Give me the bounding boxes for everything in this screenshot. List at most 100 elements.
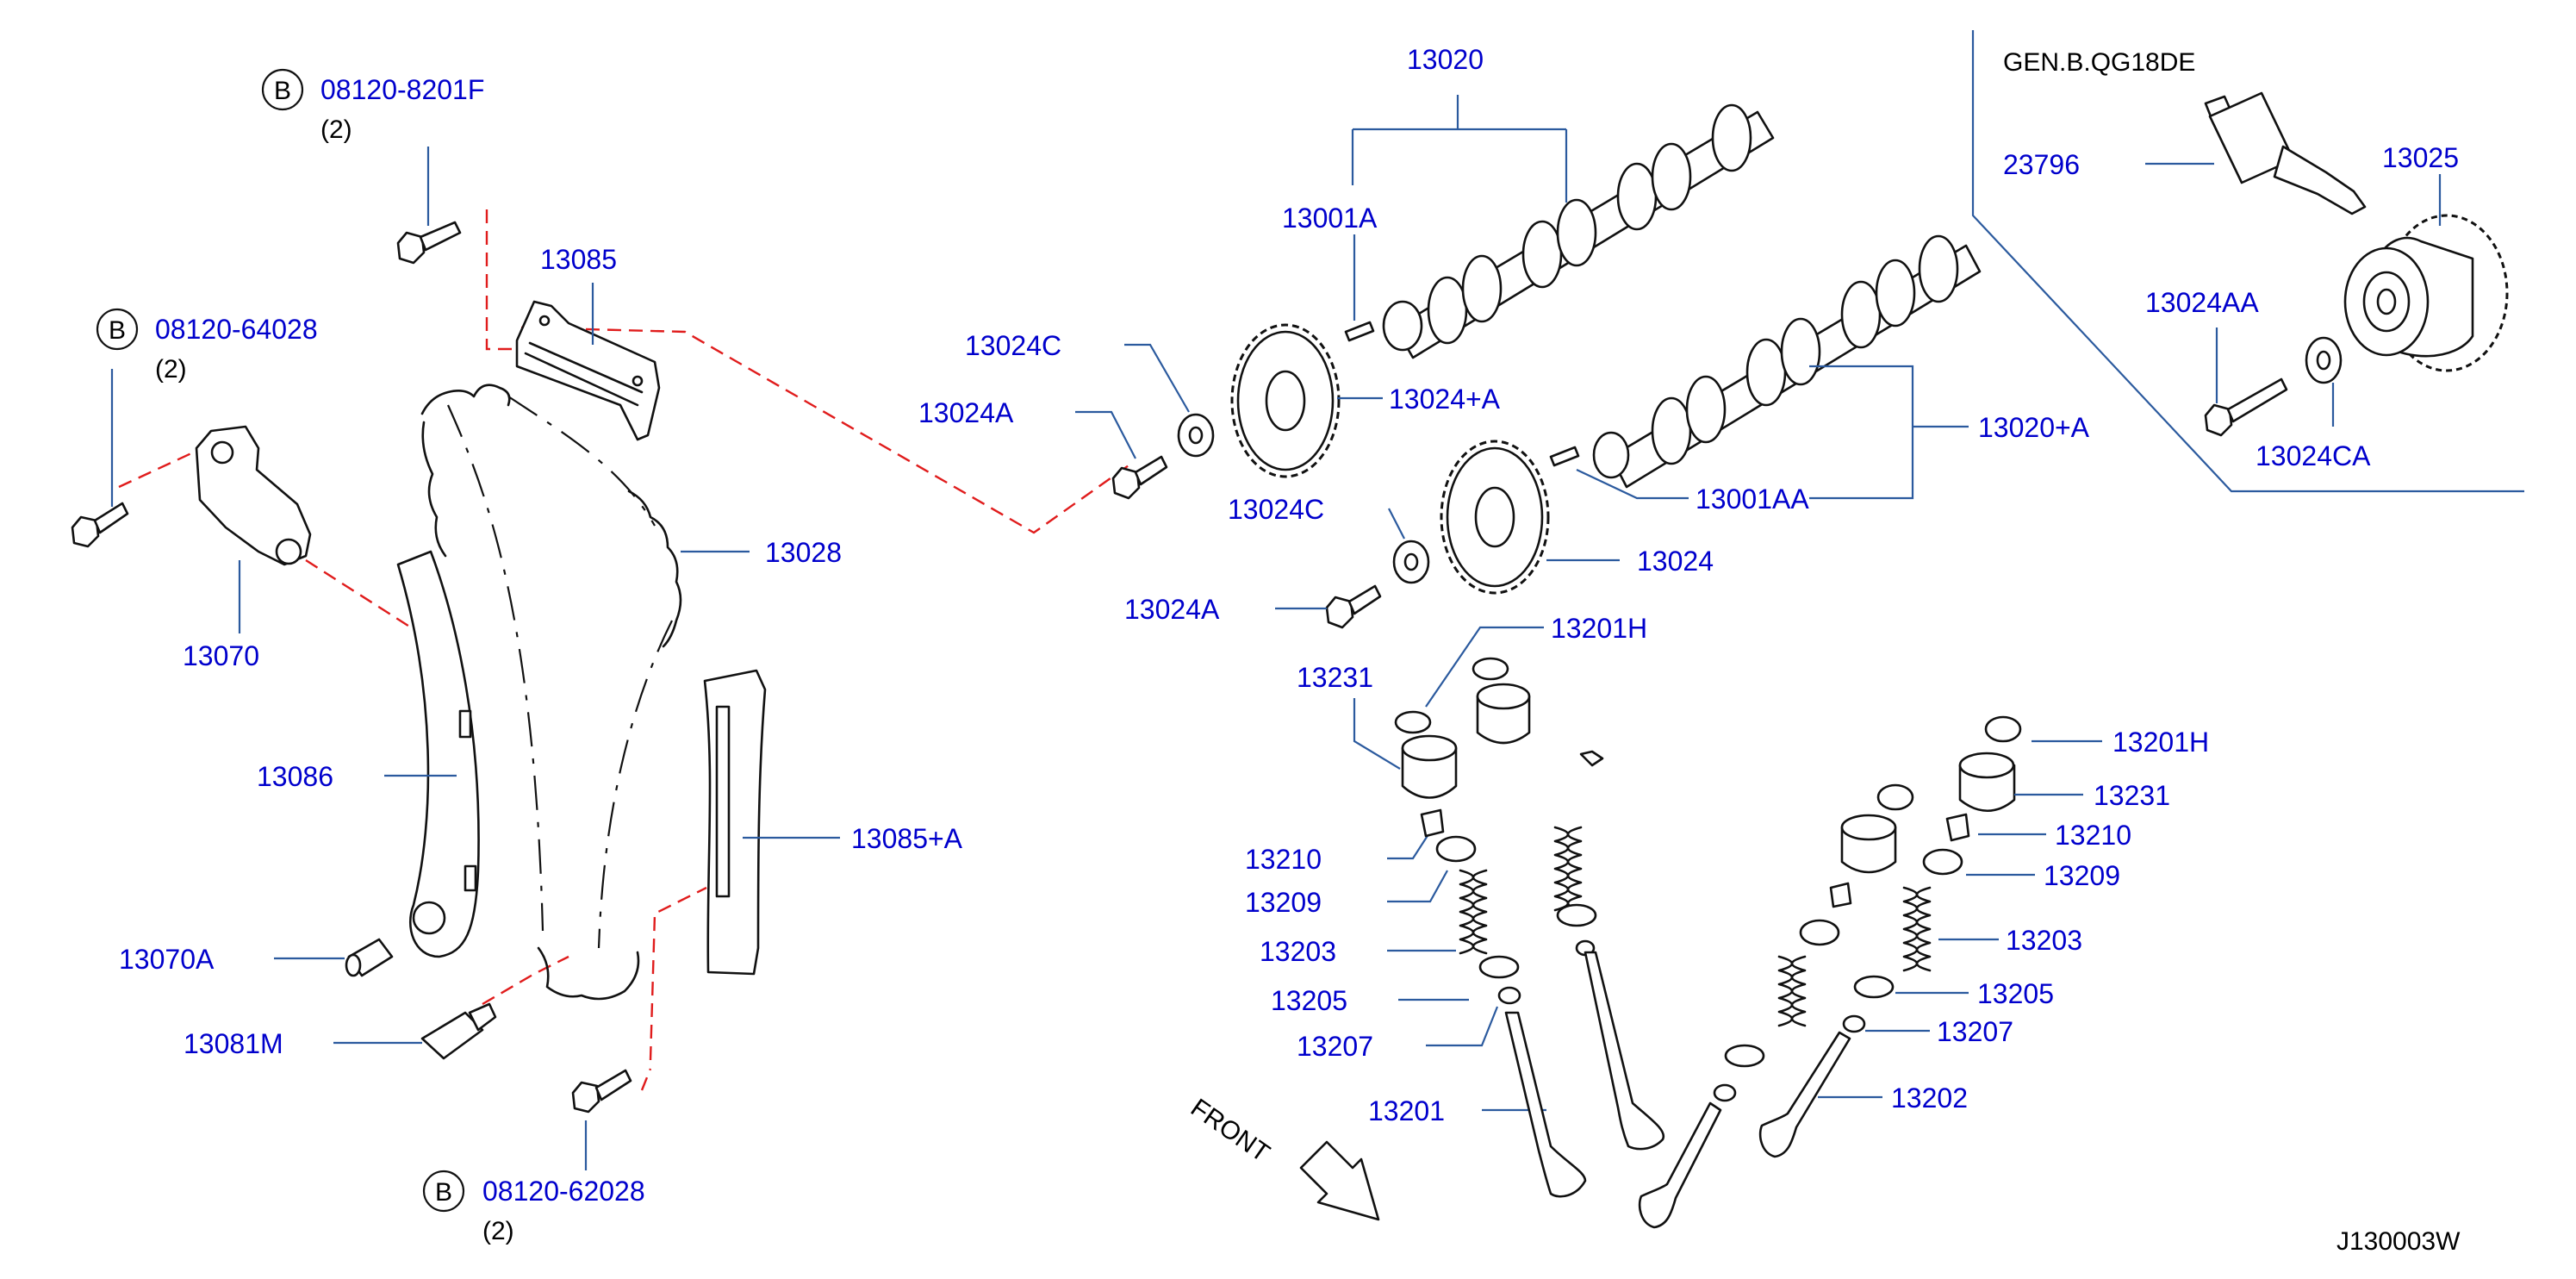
lifter-icon <box>1401 734 1458 799</box>
label-13209-right[interactable]: 13209 <box>2044 860 2120 891</box>
circle-b-icon <box>422 1170 465 1213</box>
label-13203-right[interactable]: 13203 <box>2006 925 2082 956</box>
dowel-13001AA: 13001AA <box>1549 446 1809 515</box>
circle-b-icon <box>261 68 304 111</box>
label-13025[interactable]: 13025 <box>2382 142 2459 173</box>
label-13028[interactable]: 13028 <box>765 537 842 568</box>
label-23796[interactable]: 23796 <box>2003 149 2080 180</box>
washer-13024C-upper: 13024C <box>965 330 1215 458</box>
label-13085pA[interactable]: 13085+A <box>851 823 963 854</box>
label-13024pA[interactable]: 13024+A <box>1389 384 1501 415</box>
timing-chain-13028: 13028 <box>420 384 842 1001</box>
label-13207-right[interactable]: 13207 <box>1937 1016 2013 1047</box>
cam-lobes-upper <box>1427 103 1752 345</box>
label-13020[interactable]: 13020 <box>1407 44 1484 75</box>
label-13024AA[interactable]: 13024AA <box>2145 287 2259 318</box>
oil-seal-icon <box>1842 1014 1866 1033</box>
label-13205-left[interactable]: 13205 <box>1271 985 1347 1016</box>
label-13001A[interactable]: 13001A <box>1282 203 1378 234</box>
camshaft-13020pA: 13020+A <box>1592 234 2090 500</box>
washer-13024C-lower: 13024C <box>1228 494 1430 584</box>
bolt-icon <box>71 502 129 548</box>
spring-seat-icon <box>1478 955 1520 979</box>
label-13205-right[interactable]: 13205 <box>1977 978 2054 1009</box>
label-13024A-lower[interactable]: 13024A <box>1124 594 1220 625</box>
label-13201H-left[interactable]: 13201H <box>1551 613 1647 644</box>
retainer-icon <box>1922 848 1963 876</box>
label-13024A-upper[interactable]: 13024A <box>918 397 1014 428</box>
label-13201[interactable]: 13201 <box>1368 1095 1445 1126</box>
circle-b-letter: B <box>274 77 291 105</box>
valve-icon <box>1758 1031 1851 1158</box>
circle-b-icon <box>96 308 139 351</box>
label-13020pA[interactable]: 13020+A <box>1978 412 2090 443</box>
bolt-icon <box>396 221 462 265</box>
label-13231-left[interactable]: 13231 <box>1297 662 1373 693</box>
spring-icon <box>1902 886 1932 972</box>
label-13202[interactable]: 13202 <box>1891 1082 1968 1114</box>
arrow-down-right-icon <box>1299 1140 1380 1221</box>
label-13086[interactable]: 13086 <box>257 761 333 792</box>
label-13001AA[interactable]: 13001AA <box>1696 484 1809 515</box>
bolt-number[interactable]: 08120-8201F <box>320 74 484 105</box>
washer-13024CA: 13024CA <box>2256 336 2371 471</box>
camshaft-13020: 13020 <box>1351 44 1775 359</box>
dowel-13001A: 13001A <box>1282 203 1378 342</box>
valve-icon-2 <box>1553 750 1665 1151</box>
bolt-number[interactable]: 08120-64028 <box>155 314 318 345</box>
valve-train-right: 13201H 13231 13210 13209 13203 13205 132… <box>1638 715 2209 1229</box>
diagram-code: J130003W <box>2336 1227 2461 1256</box>
bolt-callout-2: B 08120-64028 (2) <box>71 308 318 548</box>
chain-guide-13085pA: 13085+A <box>703 669 963 976</box>
shim-icon <box>1394 710 1432 734</box>
spring-seat-icon <box>1853 975 1895 999</box>
collet-icon <box>1420 808 1445 838</box>
label-13207-left[interactable]: 13207 <box>1297 1031 1373 1062</box>
plunger-13070A: 13070A <box>119 938 394 977</box>
label-13210-right[interactable]: 13210 <box>2055 820 2131 851</box>
bolt-icon <box>571 1069 632 1114</box>
valve-train-left: 13201H 13231 13210 13209 13203 13205 132… <box>1245 613 1665 1198</box>
label-13085[interactable]: 13085 <box>540 244 617 275</box>
front-direction-indicator: FRONT <box>1185 1094 1380 1221</box>
bolt-callout-3: B 08120-62028 (2) <box>422 1069 645 1245</box>
label-13024CA[interactable]: 13024CA <box>2256 440 2371 471</box>
label-13209-left[interactable]: 13209 <box>1245 887 1322 918</box>
bolt-qty: (2) <box>155 355 187 384</box>
lifter-icon <box>1958 752 2016 812</box>
variant-label: GEN.B.QG18DE <box>2003 48 2195 77</box>
label-13024[interactable]: 13024 <box>1637 546 1714 577</box>
label-13081M[interactable]: 13081M <box>184 1028 283 1059</box>
label-13070A[interactable]: 13070A <box>119 944 215 975</box>
label-13203-left[interactable]: 13203 <box>1260 936 1336 967</box>
chain-links-top <box>420 384 682 1001</box>
sprocket-13024: 13024 <box>1440 440 1714 595</box>
label-13231-right[interactable]: 13231 <box>2094 780 2170 811</box>
valve-icon <box>1504 1011 1587 1198</box>
tensioner-13070: 13070 <box>183 425 312 671</box>
bolt-13024A-upper: 13024A <box>918 397 1168 500</box>
reference-lines <box>118 209 1129 1091</box>
valve-stack-middle <box>1638 783 1914 1229</box>
circle-b-letter: B <box>435 1178 452 1207</box>
part-13081M: 13081M <box>184 1002 497 1060</box>
bolt-13024A-lower: 13024A <box>1124 584 1382 629</box>
label-13070[interactable]: 13070 <box>183 640 259 671</box>
chain-guide-13085: 13085 <box>515 244 661 441</box>
label-13024C-lower[interactable]: 13024C <box>1228 494 1324 525</box>
shim-icon <box>1984 715 2022 743</box>
label-13201H-right[interactable]: 13201H <box>2112 727 2209 758</box>
bolt-qty: (2) <box>320 115 352 144</box>
bolt-callout-1: B 08120-8201F (2) <box>261 68 484 265</box>
bolt-13024AA: 13024AA <box>2145 287 2288 437</box>
sprocket-13025: 13025 <box>2343 142 2509 372</box>
valve-timing-solenoid-23796: 23796 <box>2003 91 2367 215</box>
bolt-qty: (2) <box>482 1217 514 1245</box>
circle-b-letter: B <box>109 316 126 345</box>
label-13210-left[interactable]: 13210 <box>1245 844 1322 875</box>
sprocket-13024pA: 13024+A <box>1230 323 1501 478</box>
spring-icon <box>1459 869 1488 955</box>
label-13024C-upper[interactable]: 13024C <box>965 330 1061 361</box>
bolt-number[interactable]: 08120-62028 <box>482 1176 645 1207</box>
